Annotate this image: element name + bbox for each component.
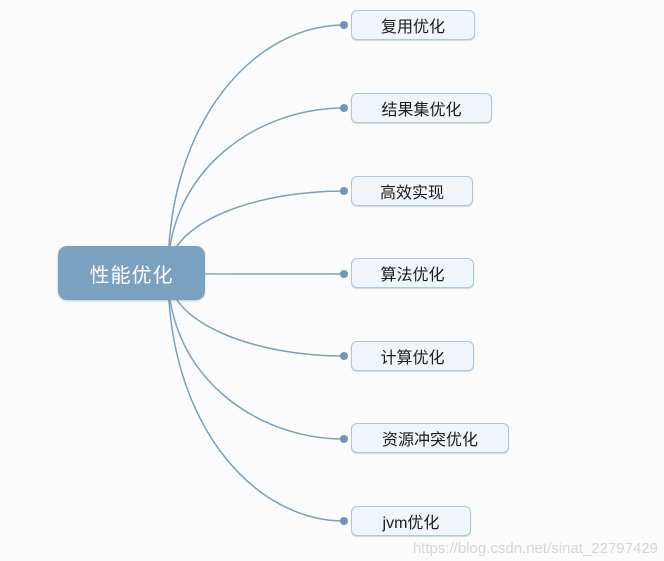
branch-node-label: 结果集优化 [381,102,462,119]
branch-node-resultset-optimization[interactable]: 结果集优化 [351,93,492,123]
branch-node-label: 高效实现 [379,185,444,202]
connector-line [167,272,345,522]
branch-node-computation-optimization[interactable]: 计算优化 [351,341,474,371]
watermark: https://blog.csdn.net/sinat_22797429 [412,540,658,557]
connector-line [167,24,345,274]
branch-node-label: 算法优化 [380,267,445,284]
branch-node-resource-conflict-optimization[interactable]: 资源冲突优化 [351,423,509,453]
connector-line [167,272,345,440]
branch-node-jvm-optimization[interactable]: jvm优化 [351,506,471,536]
root-node-label: 性能优化 [89,264,174,287]
connector-dot [340,104,348,112]
connector-dot [340,352,348,360]
connector-dot [340,270,348,278]
connector-dot [340,21,348,29]
branch-node-label: 计算优化 [380,350,445,367]
branch-node-algorithm-optimization[interactable]: 算法优化 [351,258,474,288]
branch-node-label: jvm优化 [382,515,440,532]
connector-line [167,107,345,274]
root-node-performance-optimization[interactable]: 性能优化 [58,246,205,300]
branch-node-efficient-implementation[interactable]: 高效实现 [351,176,473,206]
connector-dot [340,187,348,195]
branch-node-label: 资源冲突优化 [381,432,478,449]
connector-dot [340,517,348,525]
branch-node-label: 复用优化 [380,19,445,36]
connector-dot [340,435,348,443]
branch-node-reuse-optimization[interactable]: 复用优化 [351,10,475,40]
